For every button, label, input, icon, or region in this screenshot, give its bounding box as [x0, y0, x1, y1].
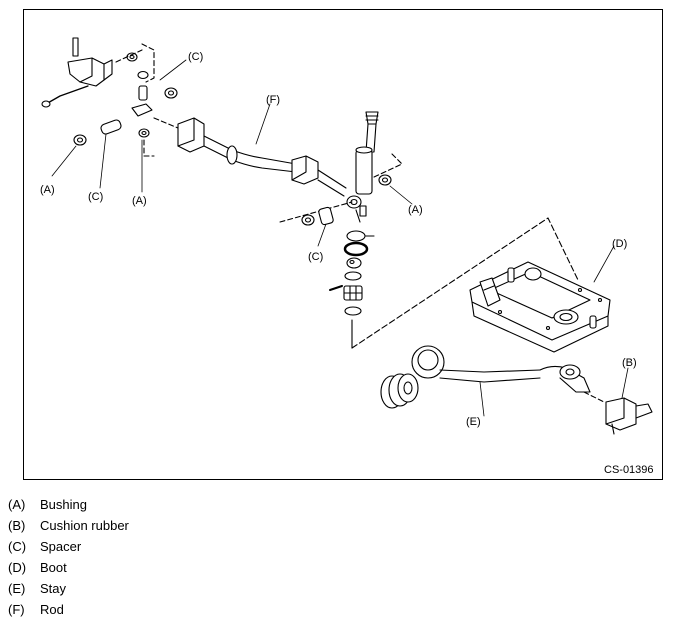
- ring-stack: [329, 230, 375, 349]
- stay-part: [411, 345, 605, 403]
- spacer-stack-top: [73, 70, 179, 157]
- legend-item: (F) Rod: [8, 599, 129, 620]
- legend-key: (D): [8, 560, 27, 575]
- legend-item: (C) Spacer: [8, 536, 129, 557]
- exploded-diagram-frame: [23, 9, 663, 480]
- figure-code: CS-01396: [604, 464, 654, 476]
- shift-lever: [346, 111, 403, 223]
- legend-text: Boot: [40, 560, 67, 575]
- boot-part: [469, 261, 611, 353]
- callout-e: (E): [466, 416, 481, 428]
- legend-key: (E): [8, 581, 26, 596]
- callout-labels: (A) (C) (A) (C) (F) (A) (C) (D) (B) (E) …: [40, 51, 654, 476]
- legend-text: Spacer: [40, 539, 82, 554]
- legend-key: (A): [8, 497, 26, 512]
- legend-text: Rod: [40, 602, 64, 617]
- exploded-diagram: (A) (C) (A) (C) (F) (A) (C) (D) (B) (E) …: [40, 37, 654, 476]
- cushion-rubber-part: [605, 397, 653, 435]
- legend-item: (D) Boot: [8, 557, 129, 578]
- legend-key: (F): [8, 602, 25, 617]
- legend-text: Bushing: [40, 497, 87, 512]
- callout-b: (B): [622, 357, 637, 369]
- parts-legend: (A) Bushing (B) Cushion rubber (C) Spacer (…: [8, 494, 129, 620]
- legend-item: (B) Cushion rubber: [8, 515, 129, 536]
- rod-part: [177, 117, 347, 197]
- callout-c-top-left: (C): [88, 191, 103, 203]
- callout-a-right: (A): [408, 204, 423, 216]
- legend-text: Cushion rubber: [40, 518, 129, 533]
- leader-lines: [51, 59, 629, 417]
- legend-key: (B): [8, 518, 26, 533]
- bracket-assembly-top-left: [41, 37, 155, 108]
- callout-a-top-left: (A): [40, 184, 55, 196]
- callout-c-top: (C): [188, 51, 203, 63]
- callout-f: (F): [266, 94, 280, 106]
- legend-item: (E) Stay: [8, 578, 129, 599]
- spacer-pair-mid: [279, 201, 353, 226]
- callout-c-mid: (C): [308, 251, 323, 263]
- legend-item: (A) Bushing: [8, 494, 129, 515]
- callout-a-mid-left: (A): [132, 195, 147, 207]
- phantom-lines: [351, 217, 579, 349]
- legend-key: (C): [8, 539, 27, 554]
- legend-text: Stay: [40, 581, 67, 596]
- cushion-part: [380, 373, 419, 409]
- callout-d: (D): [612, 238, 627, 250]
